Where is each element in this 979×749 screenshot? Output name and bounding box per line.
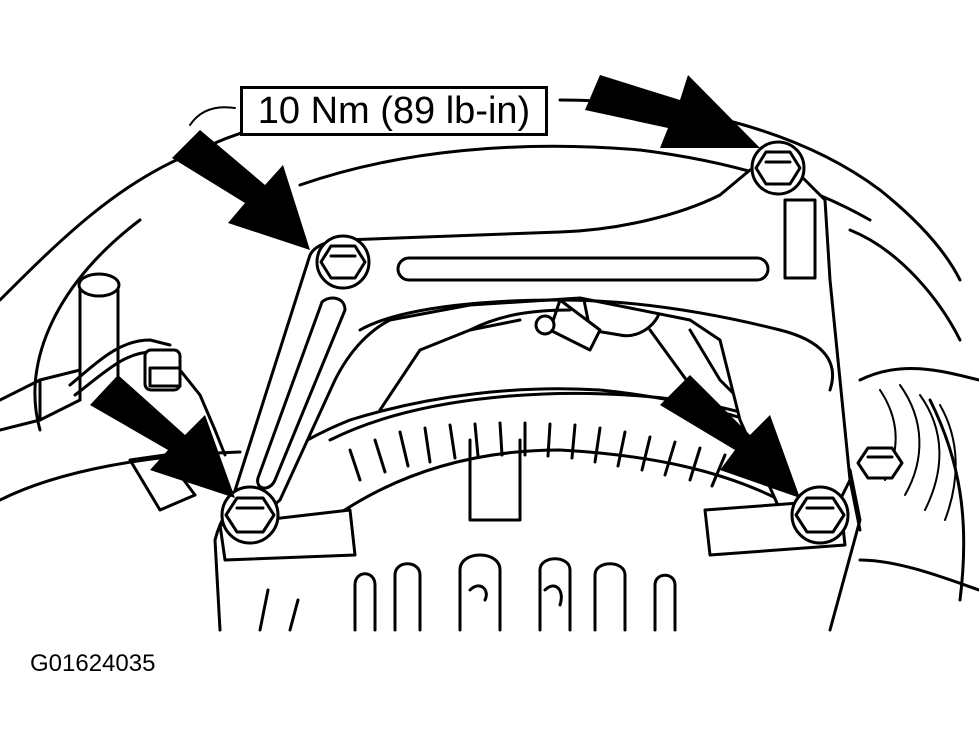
bolt-bottom-left xyxy=(220,485,280,545)
wiring-harness xyxy=(68,338,227,512)
bolt-bottom-right xyxy=(790,485,850,545)
arrow-bottom-right xyxy=(660,375,800,498)
bolt-side-right xyxy=(856,446,904,480)
bolt-top-right xyxy=(750,140,806,196)
coolant-pipe xyxy=(0,272,121,432)
figure-id: G01624035 xyxy=(30,650,156,677)
callout-arrows xyxy=(90,75,800,498)
leader-line xyxy=(189,106,236,126)
mounting-bolts xyxy=(220,140,904,545)
arrow-bottom-left xyxy=(90,375,235,498)
torque-spec-label: 10 Nm (89 lb-in) xyxy=(240,86,548,136)
bolt-top-left xyxy=(315,234,371,290)
arrow-top-right xyxy=(585,75,760,148)
arrow-top-left xyxy=(172,130,310,250)
mounting-bracket xyxy=(218,163,862,562)
